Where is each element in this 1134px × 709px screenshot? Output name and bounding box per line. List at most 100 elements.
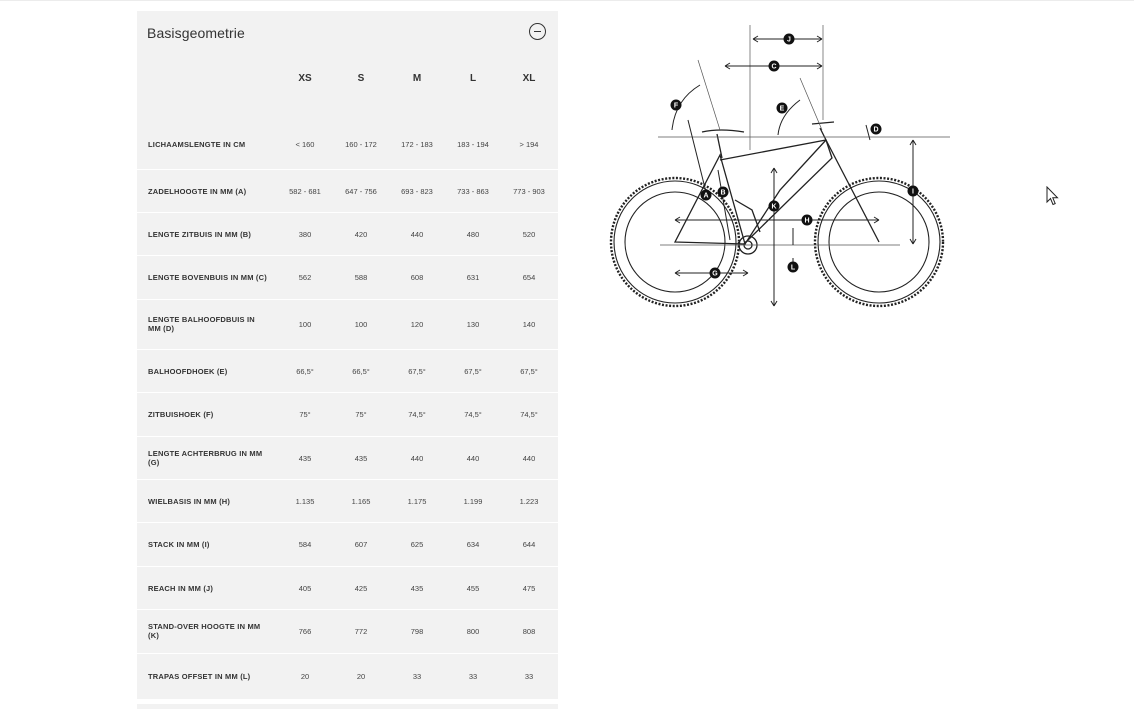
row-label: STACK IN MM (I) bbox=[148, 540, 210, 549]
cell-xs: 584 bbox=[298, 540, 312, 549]
cell-s: 20 bbox=[356, 672, 366, 681]
size-header-xl: XL bbox=[522, 73, 536, 84]
cell-xs: 100 bbox=[298, 320, 312, 329]
cell-xl: 140 bbox=[522, 320, 536, 329]
top-divider bbox=[0, 0, 1134, 1]
row-label: LENGTE BALHOOFDBUIS IN MM (D) bbox=[148, 315, 255, 333]
cell-l: 33 bbox=[468, 672, 478, 681]
marker-b: B bbox=[717, 186, 729, 198]
cell-s: 772 bbox=[354, 627, 368, 636]
svg-text:C: C bbox=[771, 64, 776, 71]
marker-a: A bbox=[700, 189, 712, 201]
cell-xl: 1.223 bbox=[519, 496, 539, 506]
cell-l: 634 bbox=[466, 540, 480, 549]
cell-m: 1.175 bbox=[407, 496, 427, 506]
marker-h: H bbox=[801, 214, 813, 226]
size-header-l: L bbox=[469, 73, 477, 84]
cell-l: 480 bbox=[466, 229, 480, 239]
cell-s: 425 bbox=[354, 583, 368, 593]
cell-xs: 1.135 bbox=[295, 496, 315, 506]
cell-l: 631 bbox=[466, 273, 480, 282]
row-label: REACH IN MM (J) bbox=[148, 583, 214, 593]
cell-m: 625 bbox=[410, 540, 424, 549]
cell-xs: 75° bbox=[299, 410, 311, 419]
cell-xs: < 160 bbox=[295, 140, 315, 149]
svg-text:J: J bbox=[787, 37, 791, 44]
cell-xs: 435 bbox=[298, 453, 312, 463]
cell-xl: 773 - 903 bbox=[513, 186, 545, 196]
cell-m: 120 bbox=[410, 320, 424, 329]
cell-xl: 74,5° bbox=[520, 410, 538, 419]
marker-g: G bbox=[709, 267, 721, 279]
table-row: STACK IN MM (I) 584 607 625 634 644 bbox=[137, 522, 558, 567]
table-row: BALHOOFDHOEK (E) 66,5° 66,5° 67,5° 67,5° 67,5… bbox=[137, 349, 558, 393]
cell-xs: 66,5° bbox=[296, 366, 314, 376]
cell-l: 800 bbox=[466, 627, 480, 636]
cell-xl: 644 bbox=[522, 540, 536, 549]
cell-xs: 766 bbox=[298, 627, 312, 636]
cell-m: 172 - 183 bbox=[401, 140, 433, 149]
marker-f: F bbox=[670, 99, 682, 111]
bike-frame bbox=[673, 121, 880, 255]
size-header-m: M bbox=[412, 73, 422, 84]
cell-xl: 520 bbox=[522, 229, 536, 239]
cell-s: 435 bbox=[354, 453, 368, 463]
collapse-icon[interactable] bbox=[529, 23, 546, 40]
cell-xl: 475 bbox=[522, 583, 536, 593]
row-label: LICHAAMSLENGTE IN CM bbox=[148, 140, 246, 149]
cell-s: 66,5° bbox=[352, 366, 370, 376]
cell-s: 75° bbox=[355, 410, 367, 419]
svg-text:A: A bbox=[703, 193, 708, 200]
row-label: LENGTE ACHTERBRUG IN MM (G) bbox=[148, 448, 263, 467]
marker-e: E bbox=[776, 102, 788, 114]
cell-l: 440 bbox=[466, 453, 480, 463]
row-label: ZITBUISHOEK (F) bbox=[148, 410, 214, 419]
cell-xl: 67,5° bbox=[520, 366, 538, 376]
svg-text:H: H bbox=[804, 218, 809, 225]
table-row: LENGTE ACHTERBRUG IN MM (G) 435 435 440 440 4… bbox=[137, 436, 558, 480]
cell-xl: 654 bbox=[522, 273, 536, 282]
cell-s: 607 bbox=[354, 540, 368, 549]
cell-xs: 582 - 681 bbox=[289, 186, 321, 196]
cell-s: 1.165 bbox=[351, 496, 371, 506]
table-row: ZITBUISHOEK (F)75°75°74,5°74,5°74,5° bbox=[137, 392, 558, 437]
svg-text:D: D bbox=[873, 127, 878, 134]
cell-m: 435 bbox=[410, 583, 424, 593]
row-label: BALHOOFDHOEK (E) bbox=[148, 366, 228, 376]
cell-m: 67,5° bbox=[408, 366, 426, 376]
row-label: WIELBASIS IN MM (H) bbox=[148, 496, 231, 506]
panel-bottom-edge bbox=[137, 704, 558, 709]
svg-text:I: I bbox=[912, 189, 914, 196]
svg-text:G: G bbox=[712, 271, 718, 278]
cell-l: 1.199 bbox=[463, 496, 483, 506]
size-header-xs: XS bbox=[298, 73, 312, 84]
cell-l: 67,5° bbox=[464, 366, 482, 376]
svg-text:E: E bbox=[780, 106, 785, 113]
cell-s: 647 - 756 bbox=[345, 186, 377, 196]
marker-k: K bbox=[768, 200, 780, 212]
cell-xs: 405 bbox=[298, 583, 312, 593]
cell-l: 183 - 194 bbox=[457, 140, 489, 149]
cell-xl: 440 bbox=[522, 453, 536, 463]
reference-lines bbox=[658, 25, 950, 246]
row-label: TRAPAS OFFSET IN MM (L) bbox=[148, 672, 251, 681]
cell-m: 74,5° bbox=[408, 410, 426, 419]
bike-geometry-diagram: A B C D E F G H I J K L bbox=[609, 25, 950, 308]
marker-d: D bbox=[870, 123, 882, 135]
marker-i: I bbox=[907, 185, 919, 197]
cell-xl: 33 bbox=[524, 672, 534, 681]
svg-text:K: K bbox=[771, 204, 776, 211]
cell-m: 440 bbox=[410, 453, 424, 463]
geometry-panel: Basisgeometrie XS S M L XL LICHAAMSLENGT… bbox=[137, 11, 558, 700]
cell-xl: 808 bbox=[522, 627, 536, 636]
front-wheel bbox=[813, 176, 945, 308]
cell-xl: > 194 bbox=[519, 140, 539, 149]
cell-m: 798 bbox=[410, 627, 424, 636]
